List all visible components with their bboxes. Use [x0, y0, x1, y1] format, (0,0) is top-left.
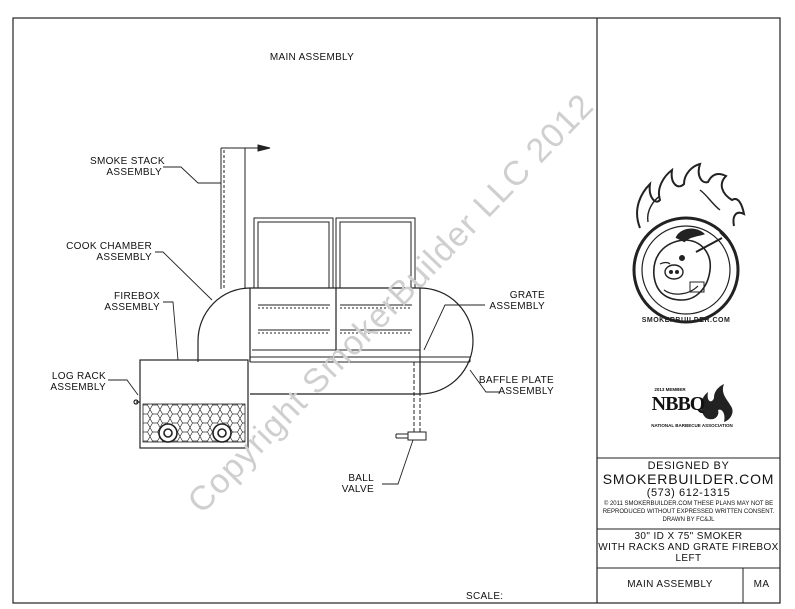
sheet-code: MA: [753, 579, 770, 590]
callout-cook-chamber-line1: COOK CHAMBER: [66, 241, 152, 252]
leader-lines: [108, 166, 500, 485]
firebox: [133, 359, 249, 449]
callout-grate: GRATE ASSEMBLY: [470, 290, 545, 312]
designed-by-label: DESIGNED BY: [647, 460, 730, 472]
callout-cook-chamber-line2: ASSEMBLY: [96, 252, 152, 263]
nbbq-member-year: 2013 MEMBER: [654, 387, 686, 392]
outer-border: [12, 17, 781, 604]
sheet-name: MAIN ASSEMBLY: [627, 579, 713, 590]
nbbq-association: NATIONAL BARBECUE ASSOCIATION: [651, 423, 733, 428]
callout-baffle-plate: BAFFLE PLATE ASSEMBLY: [468, 375, 554, 397]
company-phone: (573) 612-1315: [646, 487, 731, 499]
callout-firebox-line2: ASSEMBLY: [104, 302, 160, 313]
scale-label: SCALE:: [466, 591, 504, 602]
grate-racks: [252, 304, 420, 351]
drawn-by: DRAWN BY FC&JL: [662, 517, 715, 523]
view-title: MAIN ASSEMBLY: [269, 52, 355, 63]
callout-smoke-stack: SMOKE STACK ASSEMBLY: [90, 156, 165, 178]
logo-ring-text: SMOKERBUILDER.COM: [642, 317, 731, 324]
callout-log-rack-line2: ASSEMBLY: [50, 382, 106, 393]
callout-grate-line1: GRATE: [509, 290, 545, 301]
drain-pipe: [395, 362, 427, 441]
callout-ball-valve: BALL VALVE: [330, 473, 374, 495]
callout-cook-chamber: COOK CHAMBER ASSEMBLY: [56, 241, 152, 263]
smoke-stack: [220, 144, 271, 289]
baffle-plate: [250, 356, 471, 363]
callout-smoke-stack-line1: SMOKE STACK: [90, 156, 165, 167]
description-line-1: 30" ID X 75" SMOKER: [634, 531, 743, 542]
copyright-line-1: © 2011 SMOKERBUILDER.COM THESE PLANS MAY…: [603, 501, 774, 507]
nbbq-mark: NBBQ: [651, 393, 706, 415]
callout-log-rack-line1: LOG RACK: [51, 371, 106, 382]
firebox-wheels: [158, 423, 232, 443]
title-block-lines: [597, 457, 780, 603]
callout-ball-valve-line2: VALVE: [341, 484, 374, 495]
callout-ball-valve-line1: BALL: [348, 473, 374, 484]
copyright-line-2: REPRODUCED WITHOUT EXPRESSED WRITTEN CON…: [602, 509, 775, 515]
description-line-3: LEFT: [675, 553, 702, 564]
callout-smoke-stack-line2: ASSEMBLY: [106, 167, 162, 178]
callout-firebox: FIREBOX ASSEMBLY: [90, 291, 160, 313]
callout-baffle-plate-line2: ASSEMBLY: [498, 386, 554, 397]
callout-firebox-line1: FIREBOX: [114, 291, 160, 302]
callout-grate-line2: ASSEMBLY: [489, 301, 545, 312]
callout-baffle-plate-line1: BAFFLE PLATE: [478, 375, 554, 386]
drawing-description: 30" ID X 75" SMOKER WITH RACKS AND GRATE…: [597, 531, 780, 564]
description-line-2: WITH RACKS AND GRATE FIREBOX: [598, 542, 779, 553]
smokerbuilder-logo: [632, 162, 746, 324]
nbbq-flame-icon: [700, 384, 733, 422]
company-name: SMOKERBUILDER.COM: [602, 471, 775, 487]
callout-log-rack: LOG RACK ASSEMBLY: [40, 371, 106, 393]
